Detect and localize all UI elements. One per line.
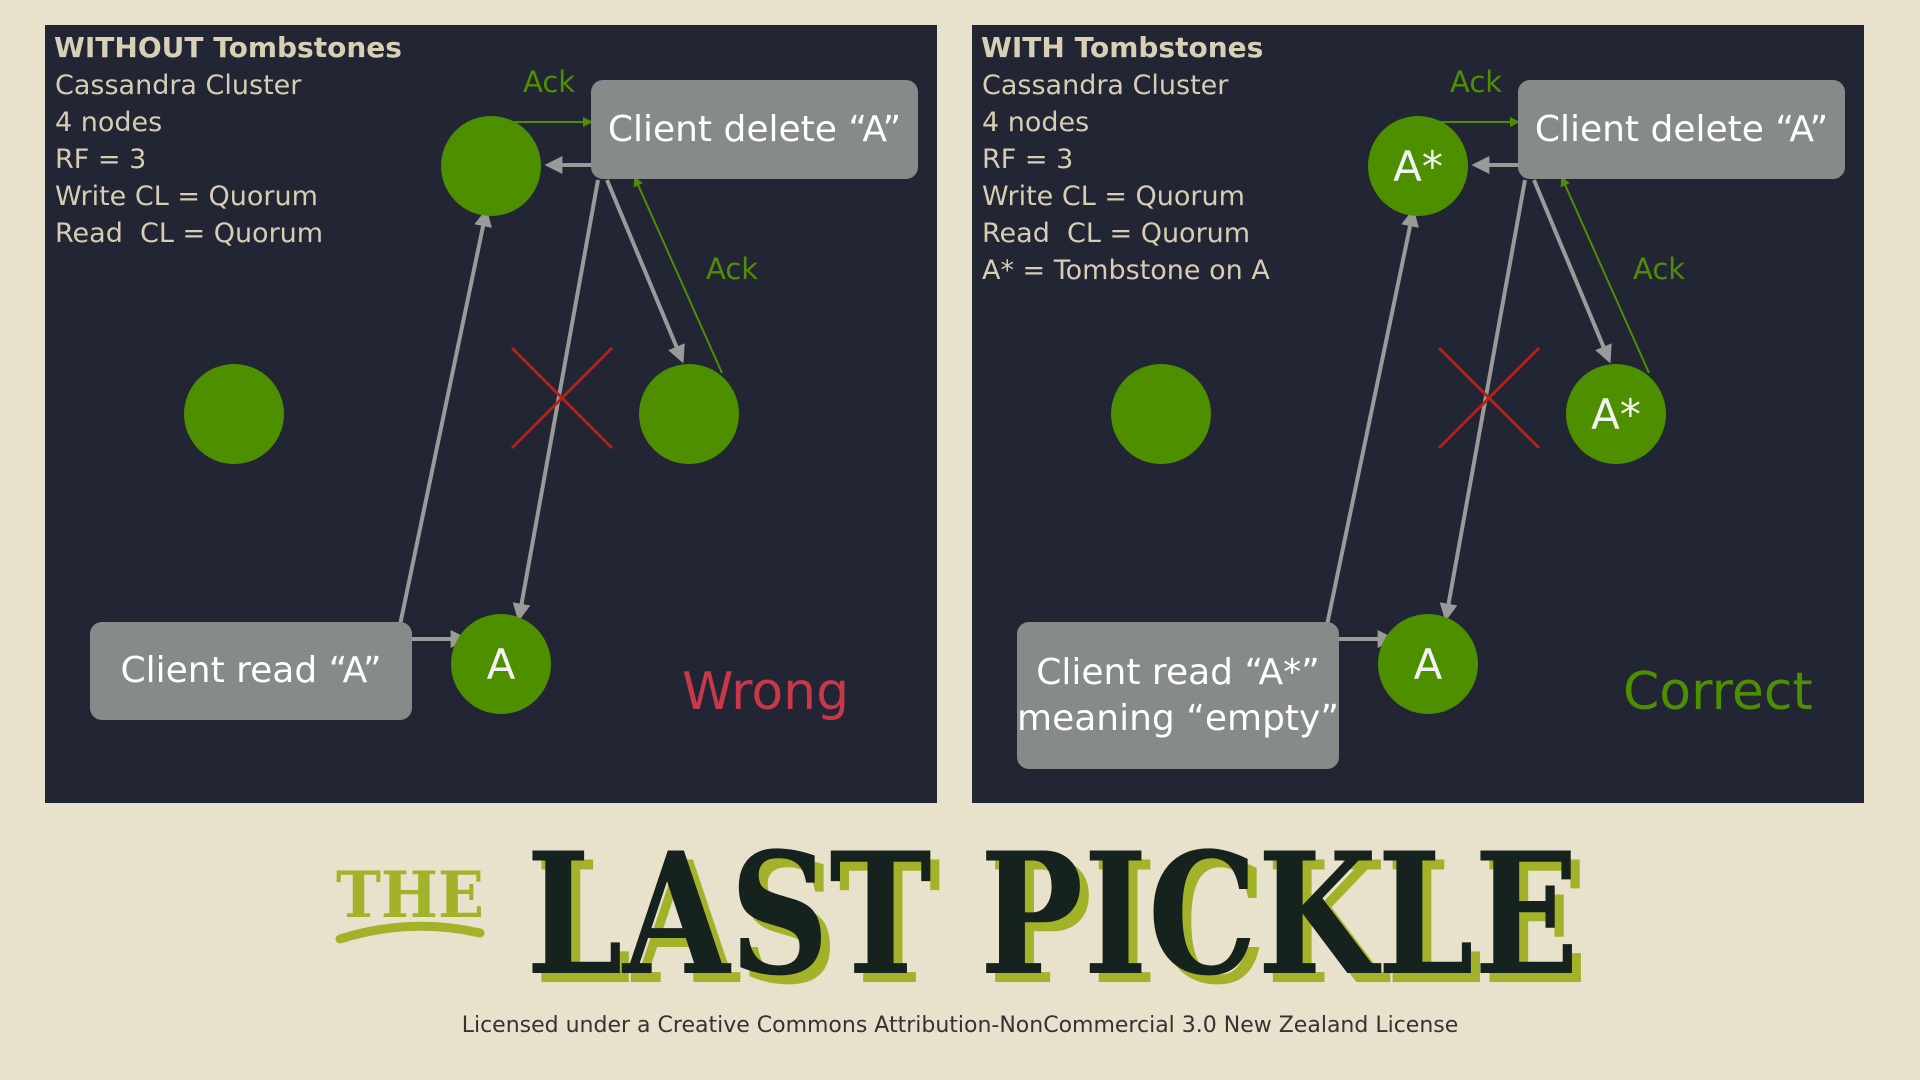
info-line: Write CL = Quorum: [982, 181, 1245, 212]
failure-cross-icon: [510, 346, 614, 450]
info-line: Cassandra Cluster: [55, 70, 302, 101]
right-diagram-arrows: [1325, 117, 1650, 648]
delete-to-bottom-node-arrow: [512, 179, 600, 622]
info-line: Read CL = Quorum: [55, 218, 324, 249]
info-line: A* = Tombstone on A: [982, 255, 1270, 286]
logo-main-text: LAST PICKLE: [526, 835, 1579, 995]
verdict-correct: Correct: [1623, 662, 1813, 722]
client-delete-label: Client delete “A”: [607, 108, 902, 150]
cluster-info: Cassandra Cluster 4 nodes RF = 3 Write C…: [55, 67, 323, 252]
verdict-wrong: Wrong: [682, 662, 850, 722]
client-delete-box: Client delete “A”: [1518, 80, 1845, 179]
replica-node-right: A*: [1566, 364, 1666, 464]
ack-label-right: Ack: [706, 252, 759, 286]
idle-node: [1111, 364, 1211, 464]
read-to-top-node-arrow: [1325, 208, 1419, 626]
replica-node-right: [639, 364, 739, 464]
replica-node-top: A*: [1368, 116, 1468, 216]
client-read-label: Client read “A”: [120, 650, 382, 691]
replica-node-bottom: A: [1378, 614, 1478, 714]
replica-node-top: [441, 116, 541, 216]
info-line: Read CL = Quorum: [982, 218, 1251, 249]
info-line: 4 nodes: [55, 107, 163, 138]
client-read-box: Client read “A”: [90, 622, 412, 720]
logo-the-text: THE: [336, 858, 484, 933]
info-line: RF = 3: [55, 144, 147, 175]
the-last-pickle-logo: THE LAST PICKLE LAST PICKLE: [335, 835, 1588, 995]
client-delete-label: Client delete “A”: [1534, 108, 1829, 150]
left-diagram-arrows: [398, 117, 723, 648]
info-line: Cassandra Cluster: [982, 70, 1229, 101]
logo-swash: [335, 921, 485, 944]
with-tombstones-panel: WITH Tombstones Cassandra Cluster 4 node…: [972, 25, 1864, 803]
client-read-meaning: meaning “empty”: [1017, 697, 1339, 739]
info-line: RF = 3: [982, 144, 1074, 175]
client-read-box: Client read “A*” meaning “empty”: [1017, 622, 1339, 769]
panel-heading: WITH Tombstones: [981, 31, 1264, 64]
ack-right-arrow: [1560, 176, 1650, 374]
failure-cross-icon: [1437, 346, 1541, 450]
ack-right-arrow: [633, 176, 723, 374]
logo-main-shadow: LAST PICKLE: [535, 835, 1588, 995]
idle-node: [184, 364, 284, 464]
delete-to-bottom-node-arrow: [1439, 179, 1527, 622]
license-notice: Licensed under a Creative Commons Attrib…: [461, 1013, 1459, 1038]
without-tombstones-panel: WITHOUT Tombstones Cassandra Cluster 4 n…: [45, 25, 937, 803]
ack-label-top: Ack: [1450, 65, 1503, 99]
client-read-label: Client read “A*”: [1036, 651, 1320, 693]
panel-heading: WITHOUT Tombstones: [54, 31, 402, 64]
info-line: 4 nodes: [982, 107, 1090, 138]
ack-label-right: Ack: [1633, 252, 1686, 286]
replica-node-bottom: A: [451, 614, 551, 714]
client-delete-box: Client delete “A”: [591, 80, 918, 179]
ack-label-top: Ack: [523, 65, 576, 99]
cluster-info: Cassandra Cluster 4 nodes RF = 3 Write C…: [982, 67, 1270, 289]
info-line: Write CL = Quorum: [55, 181, 318, 212]
delete-to-right-node-arrow: [605, 179, 685, 364]
delete-to-right-node-arrow: [1532, 179, 1612, 364]
read-to-top-node-arrow: [398, 208, 492, 626]
